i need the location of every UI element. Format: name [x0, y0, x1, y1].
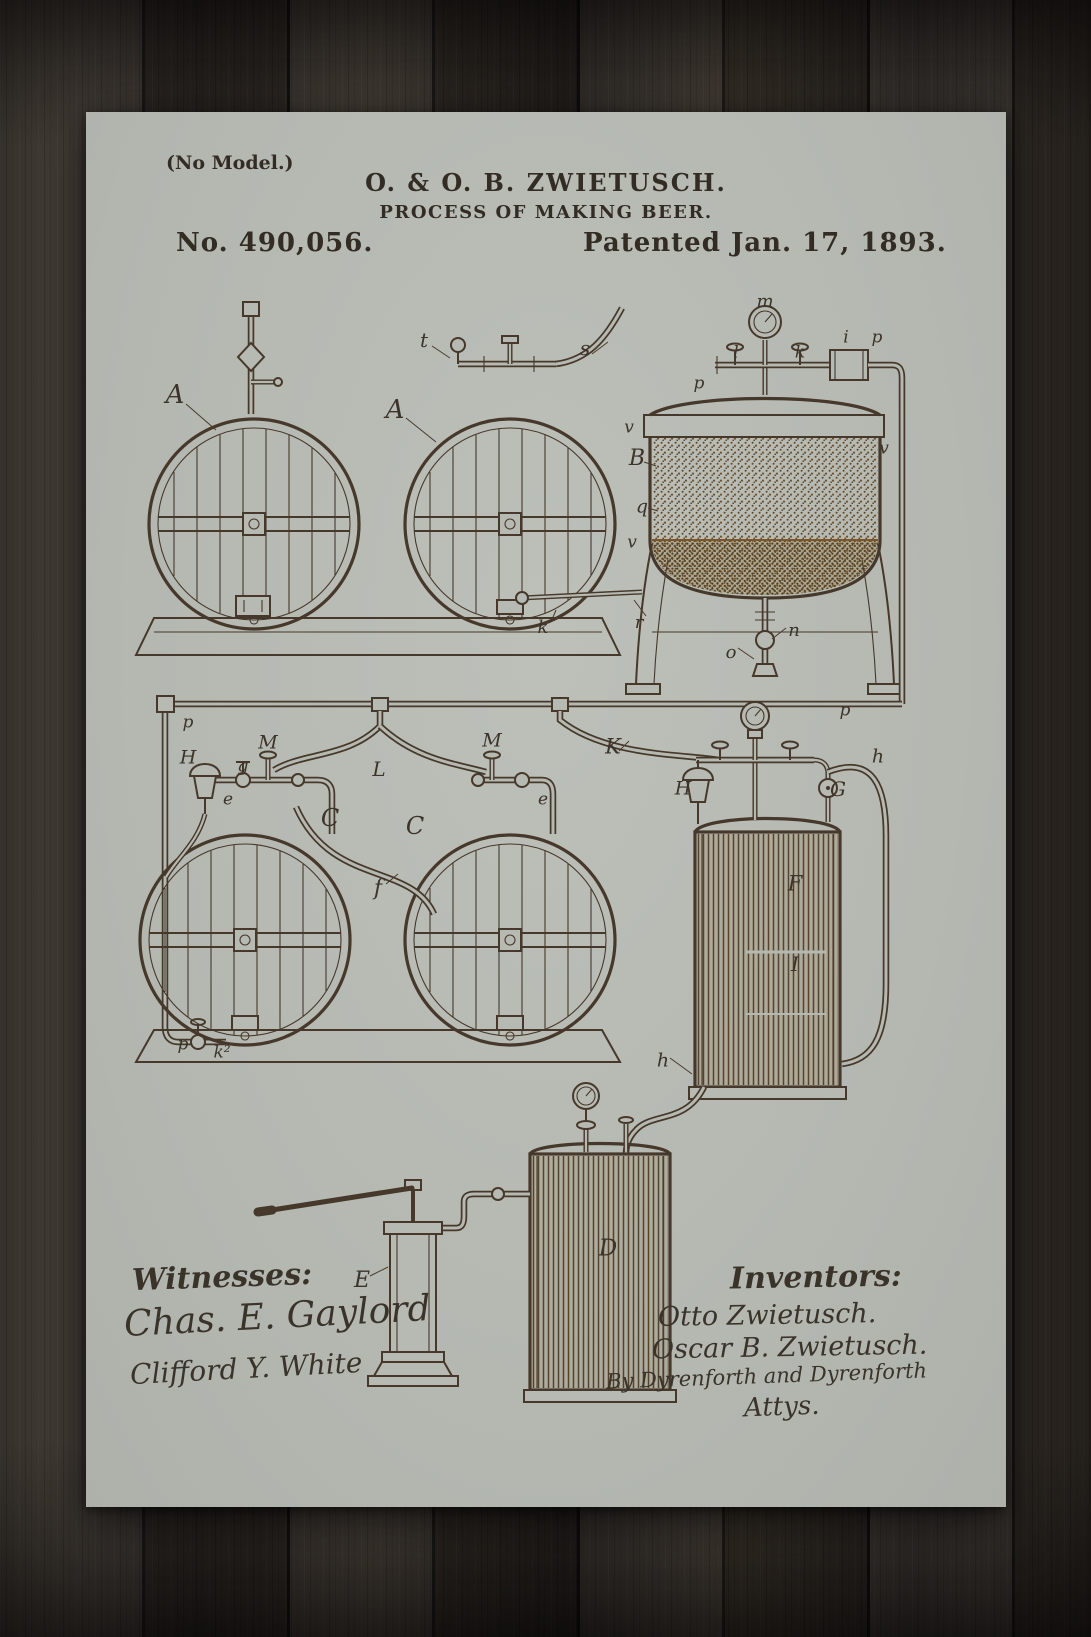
barrel-a2-drawing — [405, 419, 615, 629]
middle-stand — [136, 1030, 620, 1062]
inventor-signature-1: Otto Zwietusch. — [658, 1298, 877, 1333]
patent-inventor-line: O. & O. B. ZWIETUSCH. — [86, 168, 1006, 197]
tank-b-drawing — [626, 399, 902, 695]
barrel-c2-drawing — [405, 835, 615, 1045]
barrel-a2-valve-pipe — [451, 308, 622, 372]
patent-number: No. 490,056. — [176, 228, 373, 258]
cylinder-d-top-fittings — [573, 1083, 633, 1152]
inventors-heading: Inventors: — [730, 1259, 902, 1297]
patent-title: PROCESS OF MAKING BEER. — [86, 202, 1006, 223]
barrel-a1-drawing — [149, 419, 359, 629]
manifold-c1 — [166, 752, 332, 878]
patent-date: Patented Jan. 17, 1893. — [583, 228, 947, 258]
cylinder-f-top-fittings — [683, 702, 837, 824]
hose-l-k — [274, 711, 718, 772]
manifold-c2 — [472, 752, 553, 835]
witnesses-heading: Witnesses: — [131, 1257, 312, 1298]
barrel-a1-valve-pipe — [238, 302, 282, 414]
cylinder-f-drawing — [689, 819, 846, 1100]
attorney-title: Attys. — [743, 1391, 820, 1424]
patent-paper: (No Model.) O. & O. B. ZWIETUSCH. PROCES… — [86, 112, 1006, 1507]
